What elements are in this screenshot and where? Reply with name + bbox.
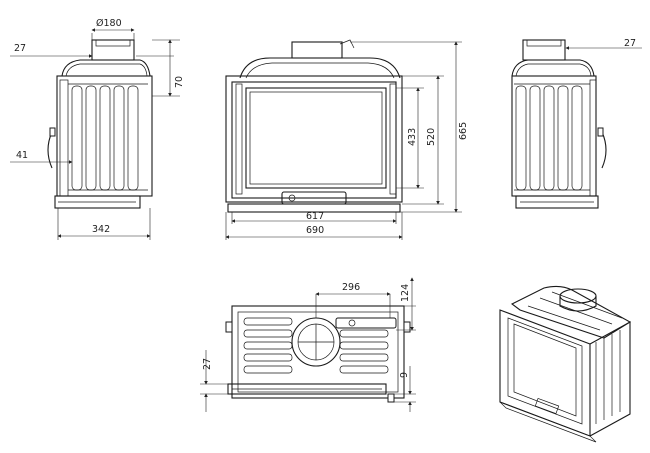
front-view <box>225 39 403 213</box>
top-view <box>225 305 411 403</box>
dim-depth: 342 <box>92 224 110 235</box>
dim-total-height: 665 <box>458 122 469 140</box>
dim-glass-height: 433 <box>407 128 418 146</box>
dim-top-height: 70 <box>174 76 185 88</box>
dim-bottom-offset: 9 <box>399 372 410 378</box>
side-view-right <box>511 39 607 209</box>
dim-front-offset: 27 <box>202 358 213 370</box>
dim-opening-height: 520 <box>426 128 437 146</box>
isometric-view <box>499 285 632 443</box>
side-view-left <box>47 39 153 209</box>
dim-depth-top: 124 <box>400 284 411 302</box>
top-view-dimensions: 296 124 27 9 <box>200 277 416 412</box>
dim-flue-diameter: Ø180 <box>96 18 122 29</box>
dim-opening-width: 617 <box>306 211 324 222</box>
side-left-dimensions: Ø180 27 70 41 342 <box>10 18 185 240</box>
dim-top-offset: 27 <box>14 43 26 54</box>
dim-right-top-offset: 27 <box>624 38 636 49</box>
front-dimensions: 433 520 665 617 690 <box>225 41 469 240</box>
dim-flue-offset: 296 <box>342 282 360 293</box>
side-right-dimensions: 27 <box>565 38 642 50</box>
dim-total-width: 690 <box>306 225 324 236</box>
dim-handle-offset: 41 <box>16 150 28 161</box>
